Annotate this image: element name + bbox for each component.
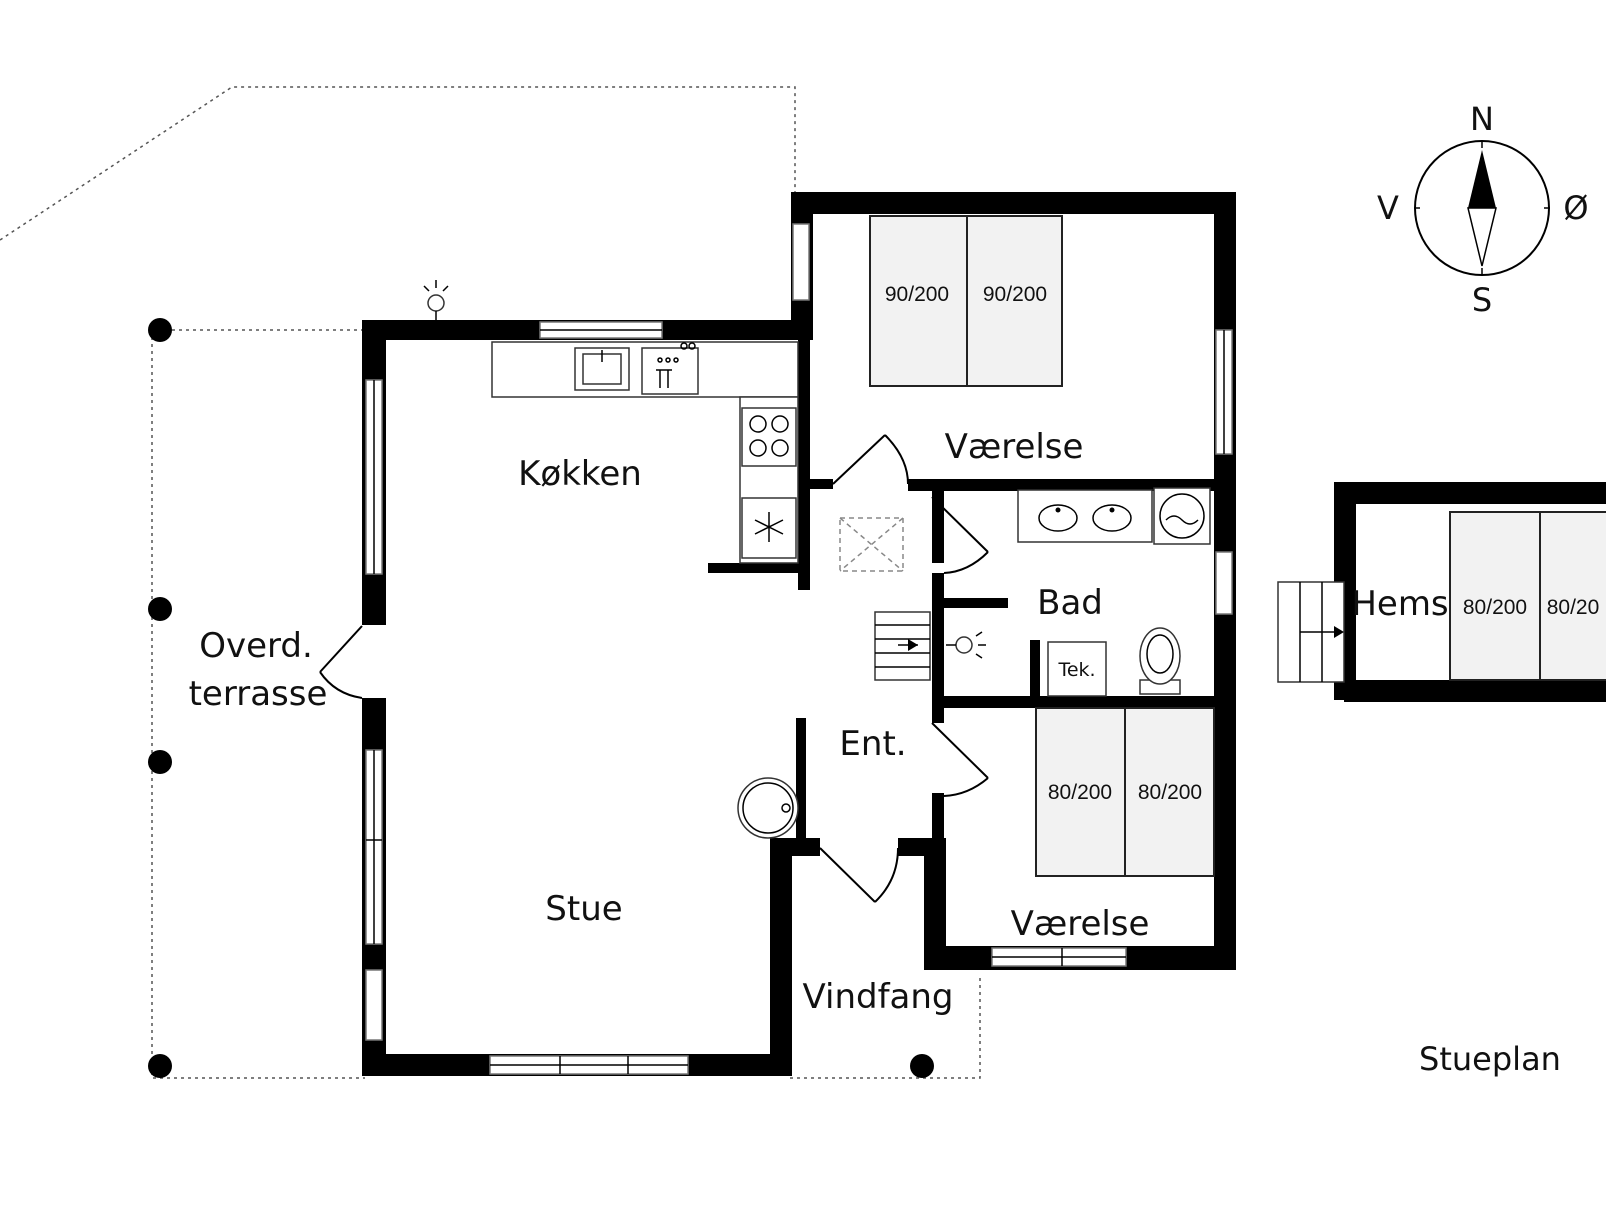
washing-machine-icon xyxy=(1153,487,1211,545)
room-label-bedroom-bottom: Værelse xyxy=(1011,904,1150,944)
bed-label: 80/200 xyxy=(1138,781,1202,804)
roof-outline xyxy=(0,86,981,1079)
windows xyxy=(365,223,1233,1075)
compass-south: S xyxy=(1472,281,1492,319)
room-label-porch: Vindfang xyxy=(802,977,953,1017)
bed-label: 80/200 xyxy=(1463,596,1527,619)
room-label-terrace-line1: Overd. xyxy=(199,626,313,666)
bed-label: 90/200 xyxy=(983,283,1047,306)
stove-fireplace-icon xyxy=(737,777,799,839)
washbasin-icon xyxy=(1038,504,1078,532)
room-label-living: Stue xyxy=(545,889,622,929)
bedroom-bottom-beds xyxy=(1035,707,1215,877)
toilet-icon xyxy=(1139,627,1181,695)
terrace-posts xyxy=(148,318,934,1078)
plan-name: Stueplan xyxy=(1419,1040,1561,1078)
room-label-bath: Bad xyxy=(1037,583,1103,623)
loft-block xyxy=(1277,482,1606,702)
compass-east: Ø xyxy=(1563,189,1588,227)
staircase-icon xyxy=(874,611,931,681)
bed-label: 80/20 xyxy=(1547,596,1600,619)
lamp-icon xyxy=(423,280,986,659)
freezer-icon xyxy=(741,497,797,559)
stove-icon xyxy=(741,407,797,467)
kitchen-counter xyxy=(491,341,799,564)
bed-label: 90/200 xyxy=(885,283,949,306)
compass-north: N xyxy=(1470,100,1494,138)
bedroom-top-beds xyxy=(869,215,1063,387)
loft-hatch xyxy=(839,517,904,572)
doors xyxy=(319,434,989,903)
room-label-kitchen: Køkken xyxy=(518,454,642,494)
room-label-terrace-line2: terrasse xyxy=(189,674,328,714)
room-label-technical: Tek. xyxy=(1057,659,1095,681)
dishwasher-icon xyxy=(641,347,699,395)
room-label-entrance: Ent. xyxy=(839,724,906,764)
compass-icon xyxy=(1414,140,1550,276)
room-label-loft: Hems xyxy=(1351,584,1448,624)
room-label-bedroom-top: Værelse xyxy=(945,427,1084,467)
interior-walls xyxy=(708,335,1218,843)
bed-label: 80/200 xyxy=(1048,781,1112,804)
compass-west: V xyxy=(1377,189,1399,227)
bath-fixtures xyxy=(1017,487,1211,697)
